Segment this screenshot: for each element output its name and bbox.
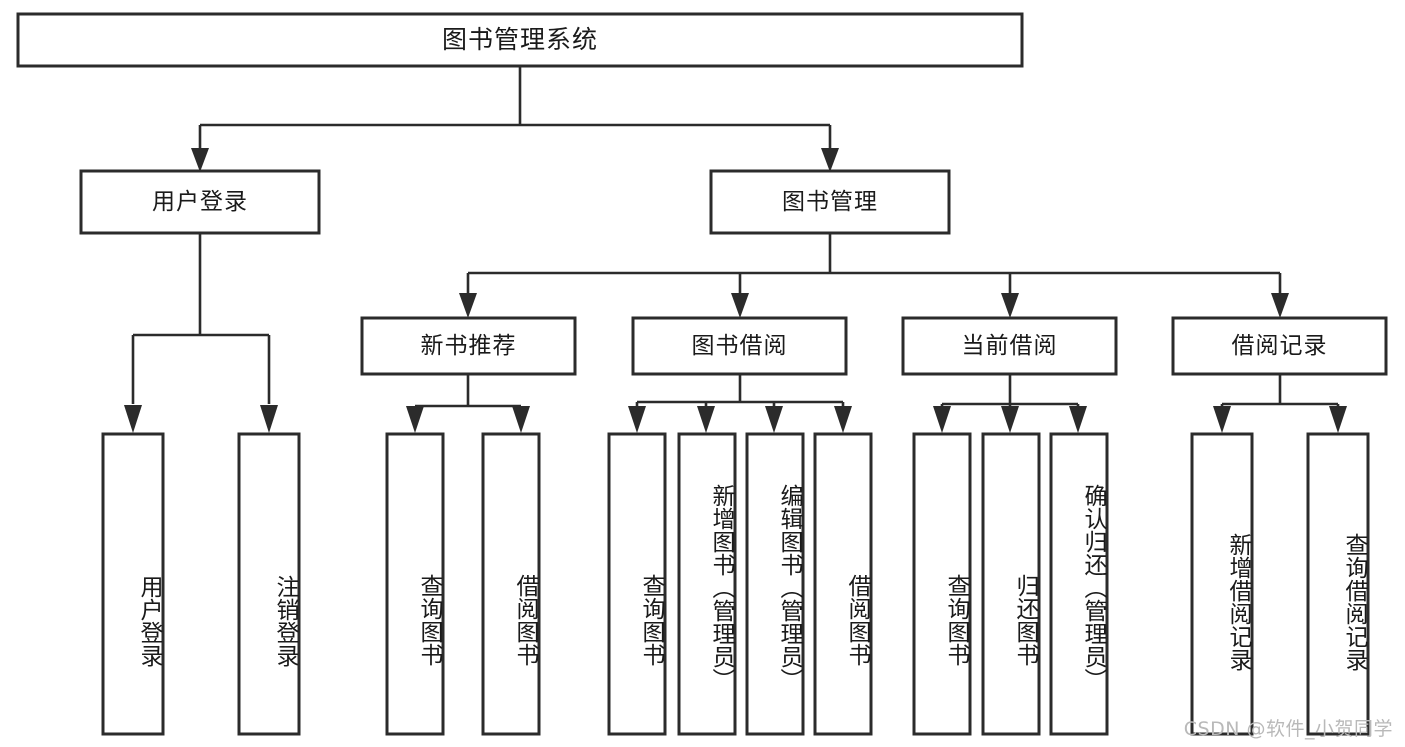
node-leaf-edit-book[interactable] xyxy=(745,432,805,736)
node-current-borrow[interactable] xyxy=(901,316,1118,376)
arrow-head-to-leaf-borrow-book-2 xyxy=(834,406,852,433)
arrow-head-to-leaf-query-book-3 xyxy=(933,406,951,433)
connector-book-manage-trunk xyxy=(466,233,1282,298)
node-leaf-user-login[interactable] xyxy=(101,432,165,736)
arrow-head-to-current-borrow xyxy=(1001,293,1019,318)
node-root[interactable] xyxy=(16,12,1024,68)
connector-book-borrow-trunk xyxy=(635,374,845,410)
arrow-head-to-leaf-add-book xyxy=(697,406,715,433)
arrow-head-to-user-login xyxy=(191,148,209,172)
arrow-head-to-borrow-record xyxy=(1271,293,1289,318)
connector-new-book-recommend-trunk xyxy=(413,374,523,412)
connector-borrow-record-trunk xyxy=(1220,374,1340,410)
node-leaf-add-record[interactable] xyxy=(1190,432,1254,736)
node-book-manage[interactable] xyxy=(709,169,951,235)
arrow-head-to-book-borrow xyxy=(731,293,749,318)
node-leaf-query-record[interactable] xyxy=(1306,432,1370,736)
arrow-head-to-leaf-user-logout xyxy=(260,405,278,433)
connector-root-trunk xyxy=(198,66,832,155)
arrow-head-to-leaf-query-record xyxy=(1329,406,1347,433)
node-leaf-query-book-3[interactable] xyxy=(912,432,972,736)
node-leaf-query-book-1[interactable] xyxy=(385,432,445,736)
node-user-login[interactable] xyxy=(79,169,321,235)
node-leaf-query-book-2[interactable] xyxy=(607,432,667,736)
node-leaf-add-book[interactable] xyxy=(677,432,737,736)
arrow-head-to-book-manage xyxy=(821,148,839,172)
arrow-head-to-leaf-query-book-1 xyxy=(406,406,424,433)
node-leaf-return-book[interactable] xyxy=(981,432,1041,736)
arrow-head-to-leaf-add-record xyxy=(1213,406,1231,433)
arrow-head-to-leaf-confirm-return xyxy=(1069,406,1087,433)
connector-current-borrow-trunk xyxy=(940,374,1080,410)
arrow-head-to-new-book-recommend xyxy=(459,293,477,318)
node-borrow-record[interactable] xyxy=(1171,316,1388,376)
node-leaf-borrow-book-2[interactable] xyxy=(813,432,873,736)
connector-user-login-trunk xyxy=(131,233,271,404)
arrow-head-to-leaf-borrow-book-1 xyxy=(512,406,530,433)
node-book-borrow[interactable] xyxy=(631,316,848,376)
arrow-head-to-leaf-query-book-2 xyxy=(628,406,646,433)
node-leaf-borrow-book-1[interactable] xyxy=(481,432,541,736)
node-new-book-recommend[interactable] xyxy=(360,316,577,376)
node-leaf-user-logout[interactable] xyxy=(237,432,301,736)
arrow-head-to-leaf-return-book xyxy=(1001,406,1019,433)
arrow-head-to-leaf-edit-book xyxy=(765,406,783,433)
arrow-head-to-leaf-user-login xyxy=(124,405,142,433)
node-leaf-confirm-return[interactable] xyxy=(1049,432,1109,736)
